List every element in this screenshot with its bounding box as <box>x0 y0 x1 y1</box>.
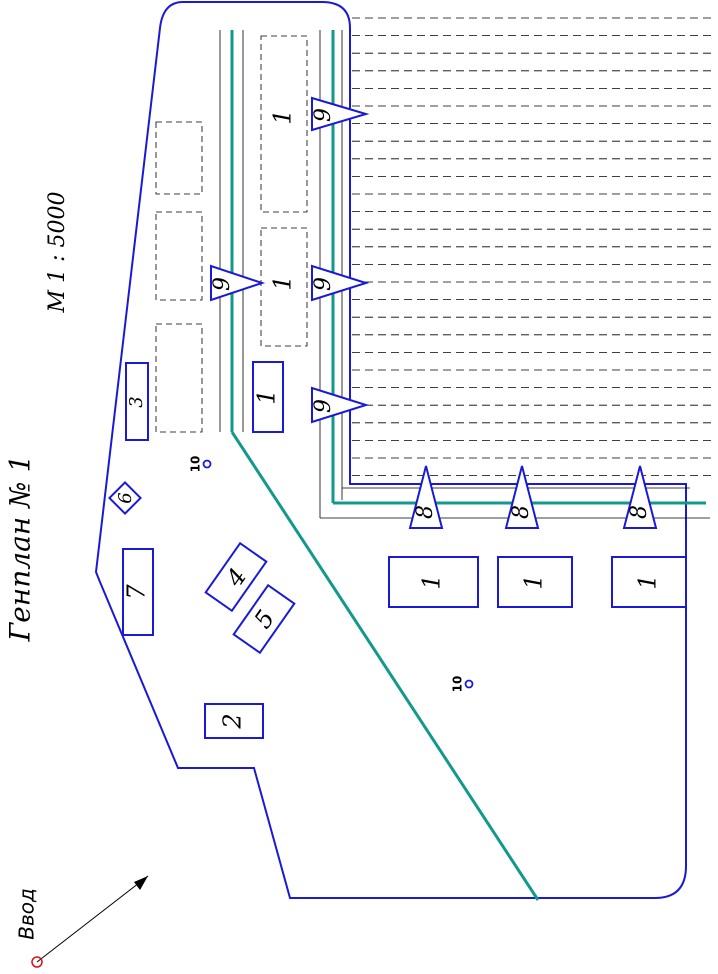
marker-9-d: 9 <box>311 386 370 424</box>
building-label: 3 <box>126 396 147 407</box>
marker-9-c: 9 <box>311 264 370 302</box>
building-label: 1 <box>418 574 446 589</box>
marker-label: 9 <box>311 277 336 291</box>
planned-building-label: 1 <box>269 109 297 124</box>
marker-label: 8 <box>413 505 438 519</box>
road-lines <box>219 30 710 519</box>
marker-label: 9 <box>311 108 336 122</box>
building-label: 1 <box>520 574 548 589</box>
building-label: 7 <box>123 584 151 600</box>
scale-label: М 1 : 5000 <box>45 192 70 314</box>
well-circle <box>202 459 212 469</box>
building-3: 3 <box>125 362 149 441</box>
marker-label: 8 <box>627 505 652 519</box>
marker-10-b: 10 <box>451 676 474 693</box>
building-2: 2 <box>204 703 264 739</box>
plan-title: Генплан № 1 <box>4 455 37 643</box>
building-label: 1 <box>253 389 281 404</box>
building-6: 6 <box>108 481 142 515</box>
building-4: 4 <box>204 541 268 613</box>
entry-point-icon <box>31 956 43 968</box>
marker-9-a: 9 <box>311 96 370 132</box>
marker-label: 8 <box>509 505 534 519</box>
entry-label: Ввод <box>15 888 39 940</box>
marker-8-b: 8 <box>504 465 540 529</box>
building-1-c: 1 <box>611 556 687 608</box>
building-1-a: 1 <box>388 556 479 608</box>
marker-label: 9 <box>311 399 336 413</box>
building-5: 5 <box>232 583 296 655</box>
marker-8-a: 8 <box>408 465 444 529</box>
marker-8-c: 8 <box>622 465 658 529</box>
building-label: 2 <box>219 713 247 729</box>
marker-label: 10 <box>451 676 465 693</box>
building-label: 6 <box>115 492 136 503</box>
marker-10-a: 10 <box>189 456 212 473</box>
hatched-area <box>352 17 712 477</box>
building-1-top: 1 <box>252 361 284 433</box>
building-1-b: 1 <box>497 556 573 608</box>
building-7: 7 <box>122 548 154 636</box>
well-circle <box>464 679 474 689</box>
marker-label: 9 <box>210 277 235 291</box>
planned-building-label: 1 <box>269 275 297 290</box>
marker-9-b: 9 <box>210 264 266 302</box>
marker-label: 10 <box>189 456 203 473</box>
planned-buildings <box>155 35 308 433</box>
site-boundary <box>94 1 687 899</box>
building-label: 1 <box>634 574 662 589</box>
network-lines <box>230 30 706 901</box>
entry-arrow: Ввод <box>15 875 149 968</box>
